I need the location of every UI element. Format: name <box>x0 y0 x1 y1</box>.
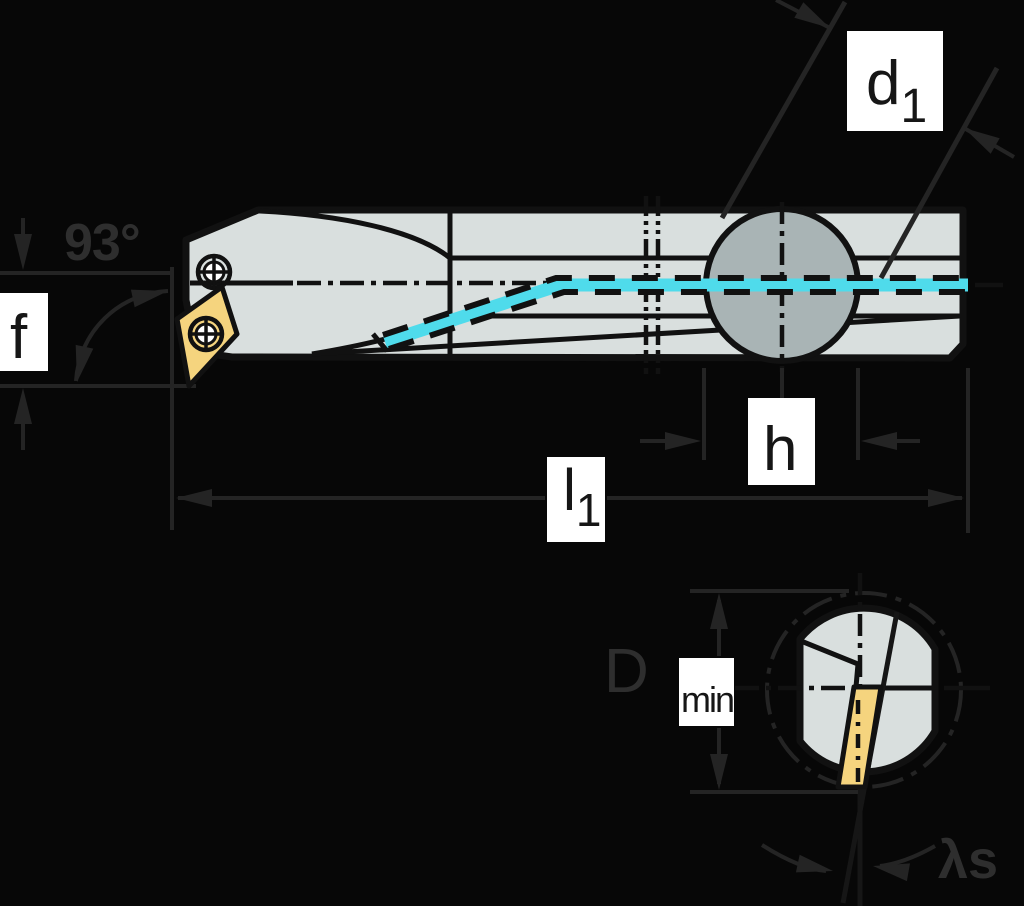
label-dmin-main: D <box>604 637 649 706</box>
coolant-channel <box>371 275 968 353</box>
dim-h <box>640 368 920 460</box>
dim-dmin <box>690 589 858 794</box>
label-l1: l1 <box>563 458 601 536</box>
dim-l1 <box>176 368 970 533</box>
dim-lambda-s <box>760 843 936 882</box>
dim-f <box>0 218 196 450</box>
end-view <box>690 573 990 906</box>
label-h: h <box>763 415 797 484</box>
labels: 93° f d1 h l1 D min λs <box>0 31 998 890</box>
label-d1-main: d <box>866 49 900 118</box>
label-box-h <box>748 398 815 485</box>
label-f: f <box>10 303 28 372</box>
label-box-l1 <box>547 457 605 542</box>
label-box-dmin-sub <box>679 658 734 726</box>
label-lambda-s: λs <box>938 830 998 890</box>
label-l1-sub: 1 <box>576 484 602 536</box>
dim-d1 <box>719 0 1016 280</box>
dim-entering-angle <box>68 267 174 530</box>
pocket-line-left <box>800 638 861 688</box>
insert-screw <box>187 315 225 353</box>
label-d1-sub: 1 <box>900 80 927 133</box>
top-flat-edge <box>259 208 960 261</box>
label-box-d1 <box>847 31 943 131</box>
clamp-screw <box>195 253 233 291</box>
label-dmin-sub: min <box>681 679 733 720</box>
label-box-f <box>0 293 48 371</box>
label-l1-main: l <box>563 458 576 523</box>
label-d1: d1 <box>866 49 927 133</box>
side-view <box>0 0 1016 533</box>
label-entering-angle: 93° <box>64 214 140 272</box>
